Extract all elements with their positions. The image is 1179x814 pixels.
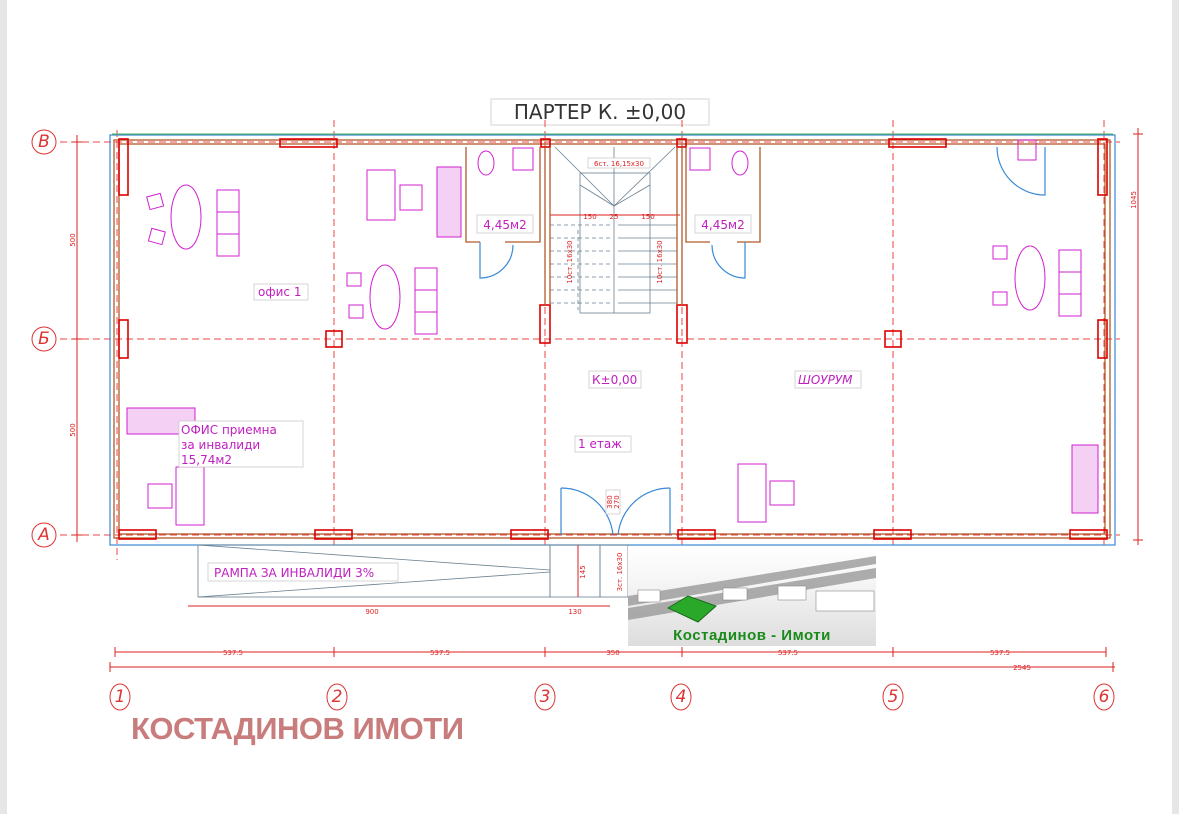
axis-col-2: 2 bbox=[326, 683, 348, 711]
dimension-left: 500 500 bbox=[69, 135, 82, 542]
axis-row-a: А bbox=[31, 522, 57, 548]
svg-text:25: 25 bbox=[610, 213, 619, 221]
svg-text:500: 500 bbox=[69, 233, 77, 246]
dimension-bays: 537.5 537.5 350 537.5 537.5 bbox=[114, 647, 1107, 657]
wc-right-area: 4,45м2 bbox=[701, 218, 744, 232]
svg-text:145: 145 bbox=[579, 565, 587, 578]
ramp-label: РАМПА ЗА ИНВАЛИДИ 3% bbox=[214, 566, 374, 580]
svg-text:10ст. 16х30: 10ст. 16х30 bbox=[566, 240, 574, 283]
grid-lines bbox=[60, 120, 1120, 560]
svg-text:2545: 2545 bbox=[1013, 664, 1031, 672]
agency-logo: Костадинов - Имоти bbox=[628, 546, 876, 646]
svg-text:380: 380 bbox=[606, 495, 614, 508]
page-edge-right bbox=[1172, 0, 1179, 814]
axis-row-v: В bbox=[31, 129, 57, 155]
houses-image bbox=[628, 556, 876, 623]
svg-text:1045: 1045 bbox=[1130, 191, 1138, 209]
title-frame bbox=[490, 98, 710, 126]
dimension-right: 1045 bbox=[1130, 128, 1143, 545]
svg-text:В: В bbox=[38, 132, 50, 152]
svg-text:537.5: 537.5 bbox=[778, 649, 798, 657]
svg-text:15,74м2: 15,74м2 bbox=[181, 453, 232, 467]
svg-text:К±0,00: К±0,00 bbox=[592, 373, 637, 387]
dimension-total: 2545 bbox=[109, 662, 1115, 672]
door-top-right bbox=[996, 146, 1046, 196]
svg-text:350: 350 bbox=[606, 649, 619, 657]
svg-text:Б: Б bbox=[38, 329, 50, 349]
room-reception: ОФИС приемна за инвалиди 15,74м2 bbox=[178, 420, 304, 468]
svg-text:537.5: 537.5 bbox=[430, 649, 450, 657]
axis-col-1: 1 bbox=[109, 683, 131, 711]
axis-col-6: 6 bbox=[1093, 683, 1115, 711]
svg-text:6: 6 bbox=[1099, 687, 1110, 707]
room-office1: офис 1 bbox=[253, 283, 309, 301]
watermark: КОСТАДИНОВ ИМОТИ bbox=[131, 711, 464, 746]
svg-text:ОФИС приемна: ОФИС приемна bbox=[181, 423, 277, 437]
axis-row-b: Б bbox=[31, 326, 57, 352]
entry-door: 380 270 bbox=[560, 487, 671, 536]
svg-text:ШОУРУМ: ШОУРУМ bbox=[798, 373, 853, 387]
plan-title: ПАРТЕР К. ±0,00 bbox=[514, 100, 686, 124]
svg-text:3ст. 16х30: 3ст. 16х30 bbox=[616, 553, 624, 592]
svg-text:2: 2 bbox=[332, 687, 343, 707]
svg-text:537.5: 537.5 bbox=[223, 649, 243, 657]
svg-text:130: 130 bbox=[568, 608, 581, 616]
axis-col-5: 5 bbox=[882, 683, 904, 711]
wc-left-area: 4,45м2 bbox=[483, 218, 526, 232]
svg-text:150: 150 bbox=[641, 213, 654, 221]
axis-col-4: 4 bbox=[670, 683, 692, 711]
svg-text:за инвалиди: за инвалиди bbox=[181, 438, 260, 452]
stair-top-label: 6ст. 16,15х30 bbox=[594, 160, 644, 168]
svg-text:10ст. 16х30: 10ст. 16х30 bbox=[656, 240, 664, 283]
logo-text: Костадинов - Имоти bbox=[673, 627, 831, 644]
svg-text:900: 900 bbox=[365, 608, 378, 616]
room-showroom: ШОУРУМ bbox=[794, 370, 862, 389]
svg-text:5: 5 bbox=[888, 687, 899, 707]
svg-text:А: А bbox=[37, 525, 50, 545]
svg-text:4: 4 bbox=[676, 687, 687, 707]
svg-text:офис 1: офис 1 bbox=[258, 285, 301, 299]
svg-text:1: 1 bbox=[115, 687, 126, 707]
wc-right: 4,45м2 bbox=[685, 147, 761, 279]
floor-label: 1 етаж bbox=[574, 435, 632, 453]
structural-columns bbox=[118, 138, 1108, 540]
level-mark: К±0,00 bbox=[588, 370, 642, 389]
staircase: 150 25 150 6ст. 16,15х30 10ст. 16х30 10с… bbox=[544, 146, 683, 314]
axis-col-3: 3 bbox=[534, 683, 556, 711]
wc-left: 4,45м2 bbox=[465, 147, 541, 279]
svg-text:150: 150 bbox=[583, 213, 596, 221]
svg-text:3: 3 bbox=[540, 687, 551, 707]
svg-text:500: 500 bbox=[69, 423, 77, 436]
page-edge-left bbox=[0, 0, 7, 814]
svg-text:1 етаж: 1 етаж bbox=[578, 437, 622, 451]
ramp: РАМПА ЗА ИНВАЛИДИ 3% 900 130 145 3ст. 16… bbox=[188, 544, 629, 616]
svg-text:537.5: 537.5 bbox=[990, 649, 1010, 657]
svg-text:270: 270 bbox=[613, 495, 621, 508]
